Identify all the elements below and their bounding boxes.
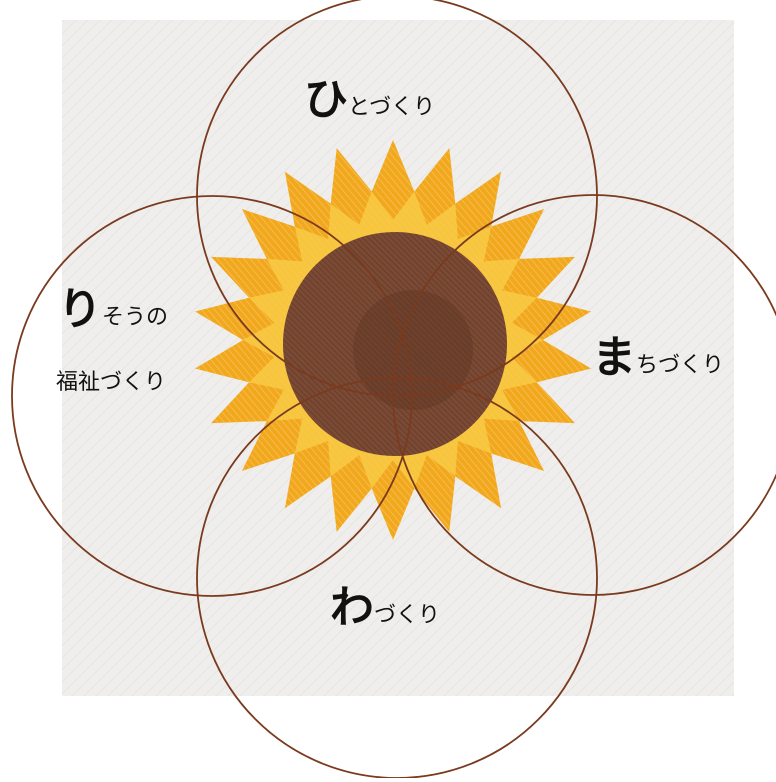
label-machizukuri-initial: ま	[592, 332, 636, 383]
label-machizukuri: まちづくり	[592, 336, 724, 380]
label-wazukuri-initial: わ	[330, 582, 374, 633]
label-wazukuri: わづくり	[330, 586, 440, 630]
label-fukushizukuri: 福祉づくり	[56, 372, 166, 394]
label-hitozukuri-initial: ひ	[304, 74, 348, 125]
label-wazukuri-rest: づくり	[374, 603, 440, 628]
label-risou-rest: そうの	[102, 305, 168, 330]
label-hitozukuri-rest: とづくり	[348, 95, 435, 120]
label-risou-initial: り	[58, 284, 102, 335]
label-risou: りそうの	[58, 288, 168, 332]
label-machizukuri-rest: ちづくり	[636, 353, 724, 378]
label-hitozukuri: ひとづくり	[304, 78, 435, 122]
